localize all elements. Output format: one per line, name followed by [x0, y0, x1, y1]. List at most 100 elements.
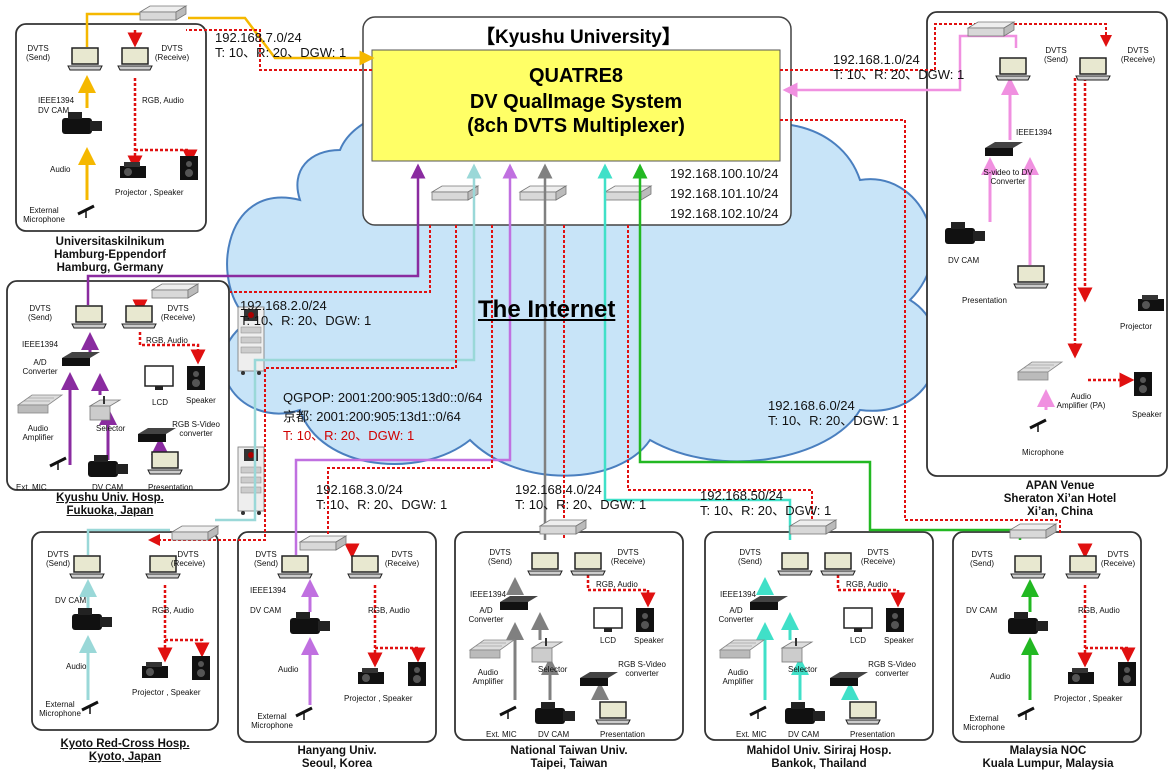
thailand-amp-label: Audio Amplifier — [722, 668, 754, 686]
taiwan-lcd-label: LCD — [600, 636, 617, 645]
kyushu-dvcam-label: DV CAM — [92, 483, 124, 492]
thailand-rgb-converter-label: RGB S-Video converter — [868, 660, 916, 678]
kyushu-rgb-converter-label: RGB S-Video converter — [172, 420, 220, 438]
apan-dvts-send-icon — [995, 57, 1031, 81]
hanyang-audio-label: Audio — [278, 665, 299, 674]
taiwan-lcd-icon — [593, 607, 623, 633]
malaysia-projector-label: Projector , Speaker — [1054, 694, 1123, 703]
hanyang-rgb-label: RGB, Audio — [368, 606, 410, 615]
subnet-102: 192.168.102.10/24 — [670, 206, 779, 221]
site-caption-kyushu-hosp: Kyushu Univ. Hosp.Fukuoka, Japan — [56, 492, 164, 517]
malaysia-dvcam-label: DV CAM — [966, 606, 998, 615]
internet-label: The Internet — [478, 296, 616, 323]
hamburg-audio-label: Audio — [50, 165, 71, 174]
taiwan-switch-icon — [539, 519, 587, 535]
taiwan-amp-label: Audio Amplifier — [472, 668, 504, 686]
kyushu-selector-label: Selector — [96, 424, 126, 433]
hamburg-switch-icon — [139, 5, 187, 21]
malaysia-dvts-receive-icon — [1065, 555, 1101, 579]
kyushu-dvts-receive-label: DVTS (Receive) — [160, 304, 196, 322]
malaysia-dvts-receive-label: DVTS (Receive) — [1100, 550, 1136, 568]
apan-presentation-icon — [1013, 265, 1049, 289]
links-thailand — [597, 163, 906, 700]
links-apan — [780, 23, 1135, 410]
links-kyoto — [79, 163, 482, 700]
apan-dvts-receive-icon — [1075, 57, 1111, 81]
taiwan-extmic-label: Ext. MIC — [486, 730, 517, 739]
hanyang-switch-icon — [299, 535, 347, 551]
links-hanyang — [294, 163, 518, 705]
malaysia-switch-icon — [1009, 523, 1057, 539]
apan-presentation-label: Presentation — [962, 296, 1007, 305]
kyoto-mic-label: External Microphone — [39, 700, 81, 718]
kyushu-extmic-label: Ext. MIC — [16, 483, 47, 492]
taiwan-ieee-label: IEEE1394 — [470, 590, 507, 599]
malaysia-mic-label: External Microphone — [963, 714, 1005, 732]
switch-1-icon — [431, 185, 479, 201]
kyoto-audio-label: Audio — [66, 662, 87, 671]
kyushu-title: 【Kyushu University】 — [476, 27, 681, 48]
apan-projector-label: Projector — [1120, 322, 1153, 331]
kyushu-ad-label: A/D Converter — [22, 358, 58, 376]
site-box-hamburg — [15, 23, 207, 232]
site-box-kyoto — [31, 531, 219, 731]
site-caption-taiwan: National Taiwan Univ.Taipei, Taiwan — [510, 745, 628, 770]
apan-dvts-receive-label: DVTS (Receive) — [1120, 46, 1156, 64]
hamburg-dvcam-label: DV CAM — [38, 106, 70, 115]
thailand-speaker-icon — [886, 608, 904, 632]
apan-speaker-label: Speaker — [1132, 410, 1162, 419]
taiwan-presentation-label: Presentation — [600, 730, 645, 739]
taiwan-speaker-label: Speaker — [634, 636, 664, 645]
site-box-apan — [926, 11, 1168, 477]
hamburg-ieee-label: IEEE1394 — [38, 96, 75, 105]
taiwan-rgb-label: RGB, Audio — [596, 580, 638, 589]
taiwan-ad-label: A/D Converter — [468, 606, 504, 624]
malaysia-audio-label: Audio — [990, 672, 1011, 681]
links-taiwan — [506, 163, 656, 700]
apan-dvcam-label: DV CAM — [948, 256, 980, 265]
thailand-extmic-label: Ext. MIC — [736, 730, 767, 739]
kyushu-presentation-icon — [147, 451, 183, 475]
site-caption-hanyang: Hanyang Univ.Seoul, Korea — [297, 745, 377, 770]
quatre8-system-box — [371, 49, 781, 162]
malaysia-rgb-label: RGB, Audio — [1078, 606, 1120, 615]
taiwan-presentation-icon — [595, 701, 631, 725]
apan-svideo-label: S-video to DV Converter — [983, 168, 1033, 186]
hanyang-mic-label: External Microphone — [251, 712, 293, 730]
switch-2-icon — [519, 185, 567, 201]
taiwan-dvts-receive-label: DVTS (Receive) — [610, 548, 646, 566]
kyushu-presentation-label: Presentation — [148, 483, 193, 492]
thailand-speaker-label: Speaker — [884, 636, 914, 645]
thailand-selector-label: Selector — [788, 665, 818, 674]
thailand-dvts-receive-label: DVTS (Receive) — [860, 548, 896, 566]
hamburg-speaker-icon — [180, 156, 198, 180]
switch-3-icon — [604, 185, 652, 201]
thailand-ad-label: A/D Converter — [718, 606, 754, 624]
site-box-kyushu-hosp — [6, 280, 230, 491]
hanyang-ieee-label: IEEE1394 — [250, 586, 287, 595]
thailand-lcd-icon — [843, 607, 873, 633]
thailand-presentation-icon — [845, 701, 881, 725]
hamburg-dvts-receive-icon — [117, 47, 153, 71]
malaysia-dvts-send-icon — [1010, 555, 1046, 579]
thailand-dvts-send-label: DVTS (Send) — [737, 548, 762, 566]
site-caption-kyoto: Kyoto Red-Cross Hosp.Kyoto, Japan — [60, 738, 190, 763]
kyushu-speaker-label: Speaker — [186, 396, 216, 405]
apan-amp-label: Audio Amplifier (PA) — [1056, 392, 1106, 410]
system-name: DV QualImage System — [469, 91, 683, 113]
apan-dvts-send-label: DVTS (Send) — [1043, 46, 1068, 64]
hanyang-dvts-receive-icon — [347, 555, 383, 579]
taiwan-speaker-icon — [636, 608, 654, 632]
taiwan-dvts-receive-icon — [570, 552, 606, 576]
site-caption-thailand: Mahidol Univ. Siriraj Hosp.Bankok, Thail… — [746, 745, 892, 770]
apan-switch-icon — [967, 21, 1015, 37]
